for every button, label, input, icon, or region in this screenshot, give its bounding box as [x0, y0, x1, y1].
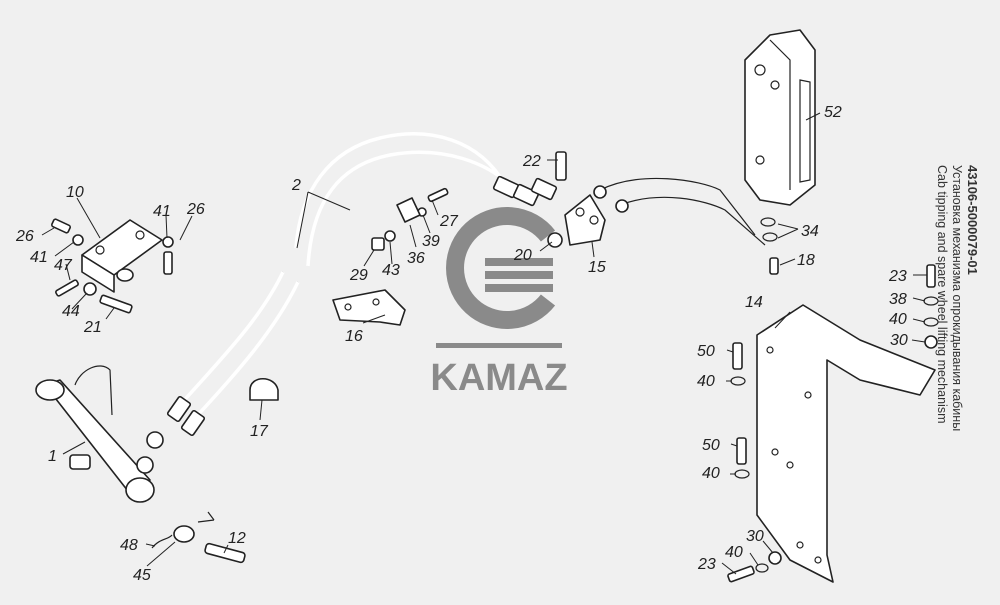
callout-41a: 41: [153, 203, 171, 220]
bracket-10: [81, 219, 163, 293]
caption-title-ru: Установка механизма опрокидывания кабины: [950, 165, 964, 432]
steel-tubes: [593, 177, 766, 246]
bracket-16: [332, 289, 406, 326]
callout-50b: 50: [702, 437, 720, 454]
callout-47: 47: [54, 257, 73, 274]
callout-18: 18: [797, 252, 815, 269]
callout-23b: 23: [697, 556, 716, 573]
callout-30b: 30: [746, 528, 764, 545]
callout-34: 34: [801, 223, 819, 240]
callout-20: 20: [513, 247, 532, 264]
spare-wheel-bracket-14: [756, 304, 936, 583]
callout-26a: 26: [15, 228, 34, 245]
callout-22: 22: [522, 153, 541, 170]
fasteners-mid: [371, 151, 567, 251]
callout-38: 38: [889, 291, 907, 308]
callout-45: 45: [133, 567, 151, 584]
fasteners-left: [51, 218, 174, 314]
clamp-17: [249, 377, 279, 401]
callout-12: 12: [228, 530, 246, 547]
callout-40c: 40: [702, 465, 720, 482]
callout-27: 27: [439, 213, 459, 230]
callout-29: 29: [349, 267, 368, 284]
callout-16: 16: [345, 328, 363, 345]
callout-41b: 41: [30, 249, 48, 266]
callout-26b: 26: [186, 201, 205, 218]
diagram-caption: 43106-5000079-01 Установка механизма опр…: [934, 165, 980, 431]
callout-43: 43: [382, 262, 400, 279]
callout-labels: 1 2 10 12 14 15 16 17 18 20 21 22 23 23 …: [15, 104, 908, 584]
manifold-plate-15: [564, 194, 606, 246]
callout-30a: 30: [890, 332, 908, 349]
callout-40a: 40: [889, 311, 907, 328]
callout-39: 39: [422, 233, 440, 250]
kamaz-logo: KAMAZ: [430, 207, 568, 399]
logo-text: KAMAZ: [430, 357, 567, 399]
bolt-18: [769, 257, 779, 275]
tipping-cylinder: [35, 365, 164, 503]
caption-title-en: Cab tipping and spare wheel lifting mech…: [935, 165, 949, 424]
callout-50a: 50: [697, 343, 715, 360]
callout-44: 44: [62, 303, 80, 320]
callout-14: 14: [745, 294, 763, 311]
callout-40b: 40: [697, 373, 715, 390]
callout-48: 48: [120, 537, 138, 554]
callout-1: 1: [48, 448, 57, 465]
leader-lines: [41, 112, 927, 575]
callout-17: 17: [250, 423, 269, 440]
callout-36: 36: [407, 250, 425, 267]
callout-10: 10: [66, 184, 84, 201]
part-code: 43106-5000079-01: [965, 165, 980, 275]
seals-34: [760, 217, 778, 242]
callout-21: 21: [83, 319, 102, 336]
callout-23a: 23: [888, 268, 907, 285]
pump-52: [744, 29, 816, 206]
hydraulic-hoses: [166, 132, 558, 437]
callout-15: 15: [588, 259, 606, 276]
callout-40d: 40: [725, 544, 743, 561]
pin-group: [151, 511, 246, 564]
callout-2: 2: [291, 177, 301, 194]
callout-52: 52: [824, 104, 842, 121]
